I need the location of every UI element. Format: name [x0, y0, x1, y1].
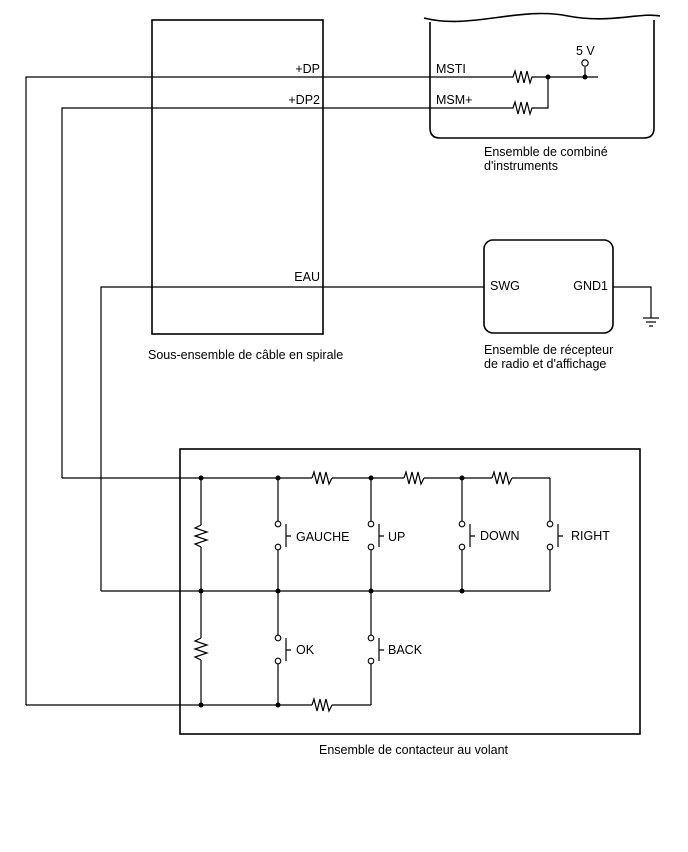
steering-switch-label: Ensemble de contacteur au volant [319, 743, 509, 757]
pin-label-dp2: +DP2 [288, 93, 320, 107]
wire-eau-swg [100, 286, 484, 591]
switch-resistor-2 [403, 469, 425, 486]
switch-resistor-left-top [193, 524, 209, 548]
spiral-cable-label: Sous-ensemble de câble en spirale [148, 348, 343, 362]
radio-receiver-label-line1: Ensemble de récepteur [484, 343, 613, 357]
supply-label: 5 V [576, 44, 595, 58]
junction-dot [582, 74, 588, 80]
junction-dot [545, 74, 551, 80]
switch-junction-dots [198, 475, 465, 708]
switch-resistor-1 [311, 469, 333, 486]
pin-label-eau: EAU [294, 270, 320, 284]
pin-label-msm: MSM+ [436, 93, 472, 107]
combination-meter-label-line1: Ensemble de combiné [484, 145, 608, 159]
pin-label-dp: +DP [295, 62, 320, 76]
radio-receiver-label-line2: de radio et d'affichage [484, 357, 606, 371]
switch-right-contact [546, 520, 563, 551]
switch-up-contact [367, 520, 384, 551]
switch-label-up: UP [388, 530, 405, 544]
ground-icon [643, 317, 659, 327]
switch-resistor-3 [491, 469, 513, 486]
pin-label-gnd1: GND1 [573, 279, 608, 293]
switch-label-down: DOWN [480, 529, 520, 543]
switch-down-contact [458, 520, 475, 551]
meter-resistor-msm [510, 99, 535, 117]
switch-label-ok: OK [296, 643, 315, 657]
wire-dp2-msm [61, 107, 510, 478]
switch-label-gauche: GAUCHE [296, 530, 349, 544]
switch-label-back: BACK [388, 643, 423, 657]
switch-resistor-left-bottom [193, 637, 209, 661]
switch-ok-contact [274, 634, 291, 665]
meter-resistor-msti [510, 68, 535, 86]
wire-gnd1 [613, 286, 652, 318]
wire-dp-msti [25, 76, 510, 705]
pin-label-swg: SWG [490, 279, 520, 293]
switch-back-contact [367, 634, 384, 665]
switch-resistor-bottom [311, 696, 333, 713]
supply-terminal [581, 59, 589, 67]
combination-meter-label-line2: d'instruments [484, 159, 558, 173]
combination-meter-box [423, 12, 661, 139]
switch-label-right: RIGHT [571, 529, 610, 543]
switch-gauche-contact [274, 520, 291, 551]
meter-internal-wiring [535, 67, 598, 109]
pin-label-msti: MSTI [436, 62, 466, 76]
spiral-cable-box [151, 19, 324, 335]
